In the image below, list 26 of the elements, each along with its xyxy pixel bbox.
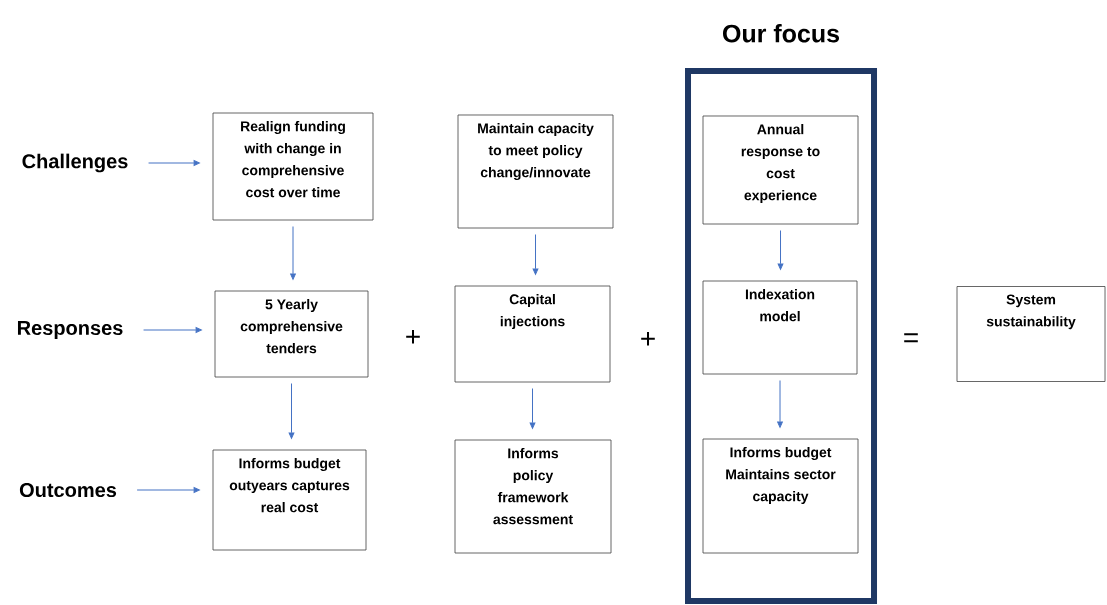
arrow xyxy=(136,487,200,493)
row-label: Outcomes xyxy=(19,482,117,498)
node-label: Our focus xyxy=(723,24,839,43)
row-label: Challenges xyxy=(22,153,128,173)
process-box: Informs policy framework assessment xyxy=(454,439,612,554)
arrow xyxy=(777,229,784,270)
process-box: Informs budget Maintains sector capacity xyxy=(702,438,859,554)
process-box: System sustainability xyxy=(956,286,1106,382)
process-box: Maintain capacity to meet policy change/innovate xyxy=(457,114,614,229)
arrow xyxy=(143,327,202,333)
process-box: Informs budget outyears captures real cost xyxy=(212,449,367,551)
operator-sign: = xyxy=(904,333,918,343)
process-box: Indexation model xyxy=(702,280,858,375)
arrow xyxy=(288,382,295,439)
operator-sign: + xyxy=(406,329,420,344)
process-box: Capital injections xyxy=(454,285,611,383)
arrow xyxy=(532,233,539,275)
arrow xyxy=(148,160,200,166)
operator-sign: + xyxy=(641,331,655,346)
arrow xyxy=(529,387,536,429)
row-label: Responses xyxy=(18,321,123,339)
process-box: Annual response to cost experience xyxy=(702,115,859,225)
arrow xyxy=(777,379,783,428)
arrow xyxy=(290,225,296,280)
process-box: Realign funding with change in comprehensive cost over time xyxy=(212,112,374,221)
process-box: 5 Yearly comprehensive tenders xyxy=(214,290,369,378)
